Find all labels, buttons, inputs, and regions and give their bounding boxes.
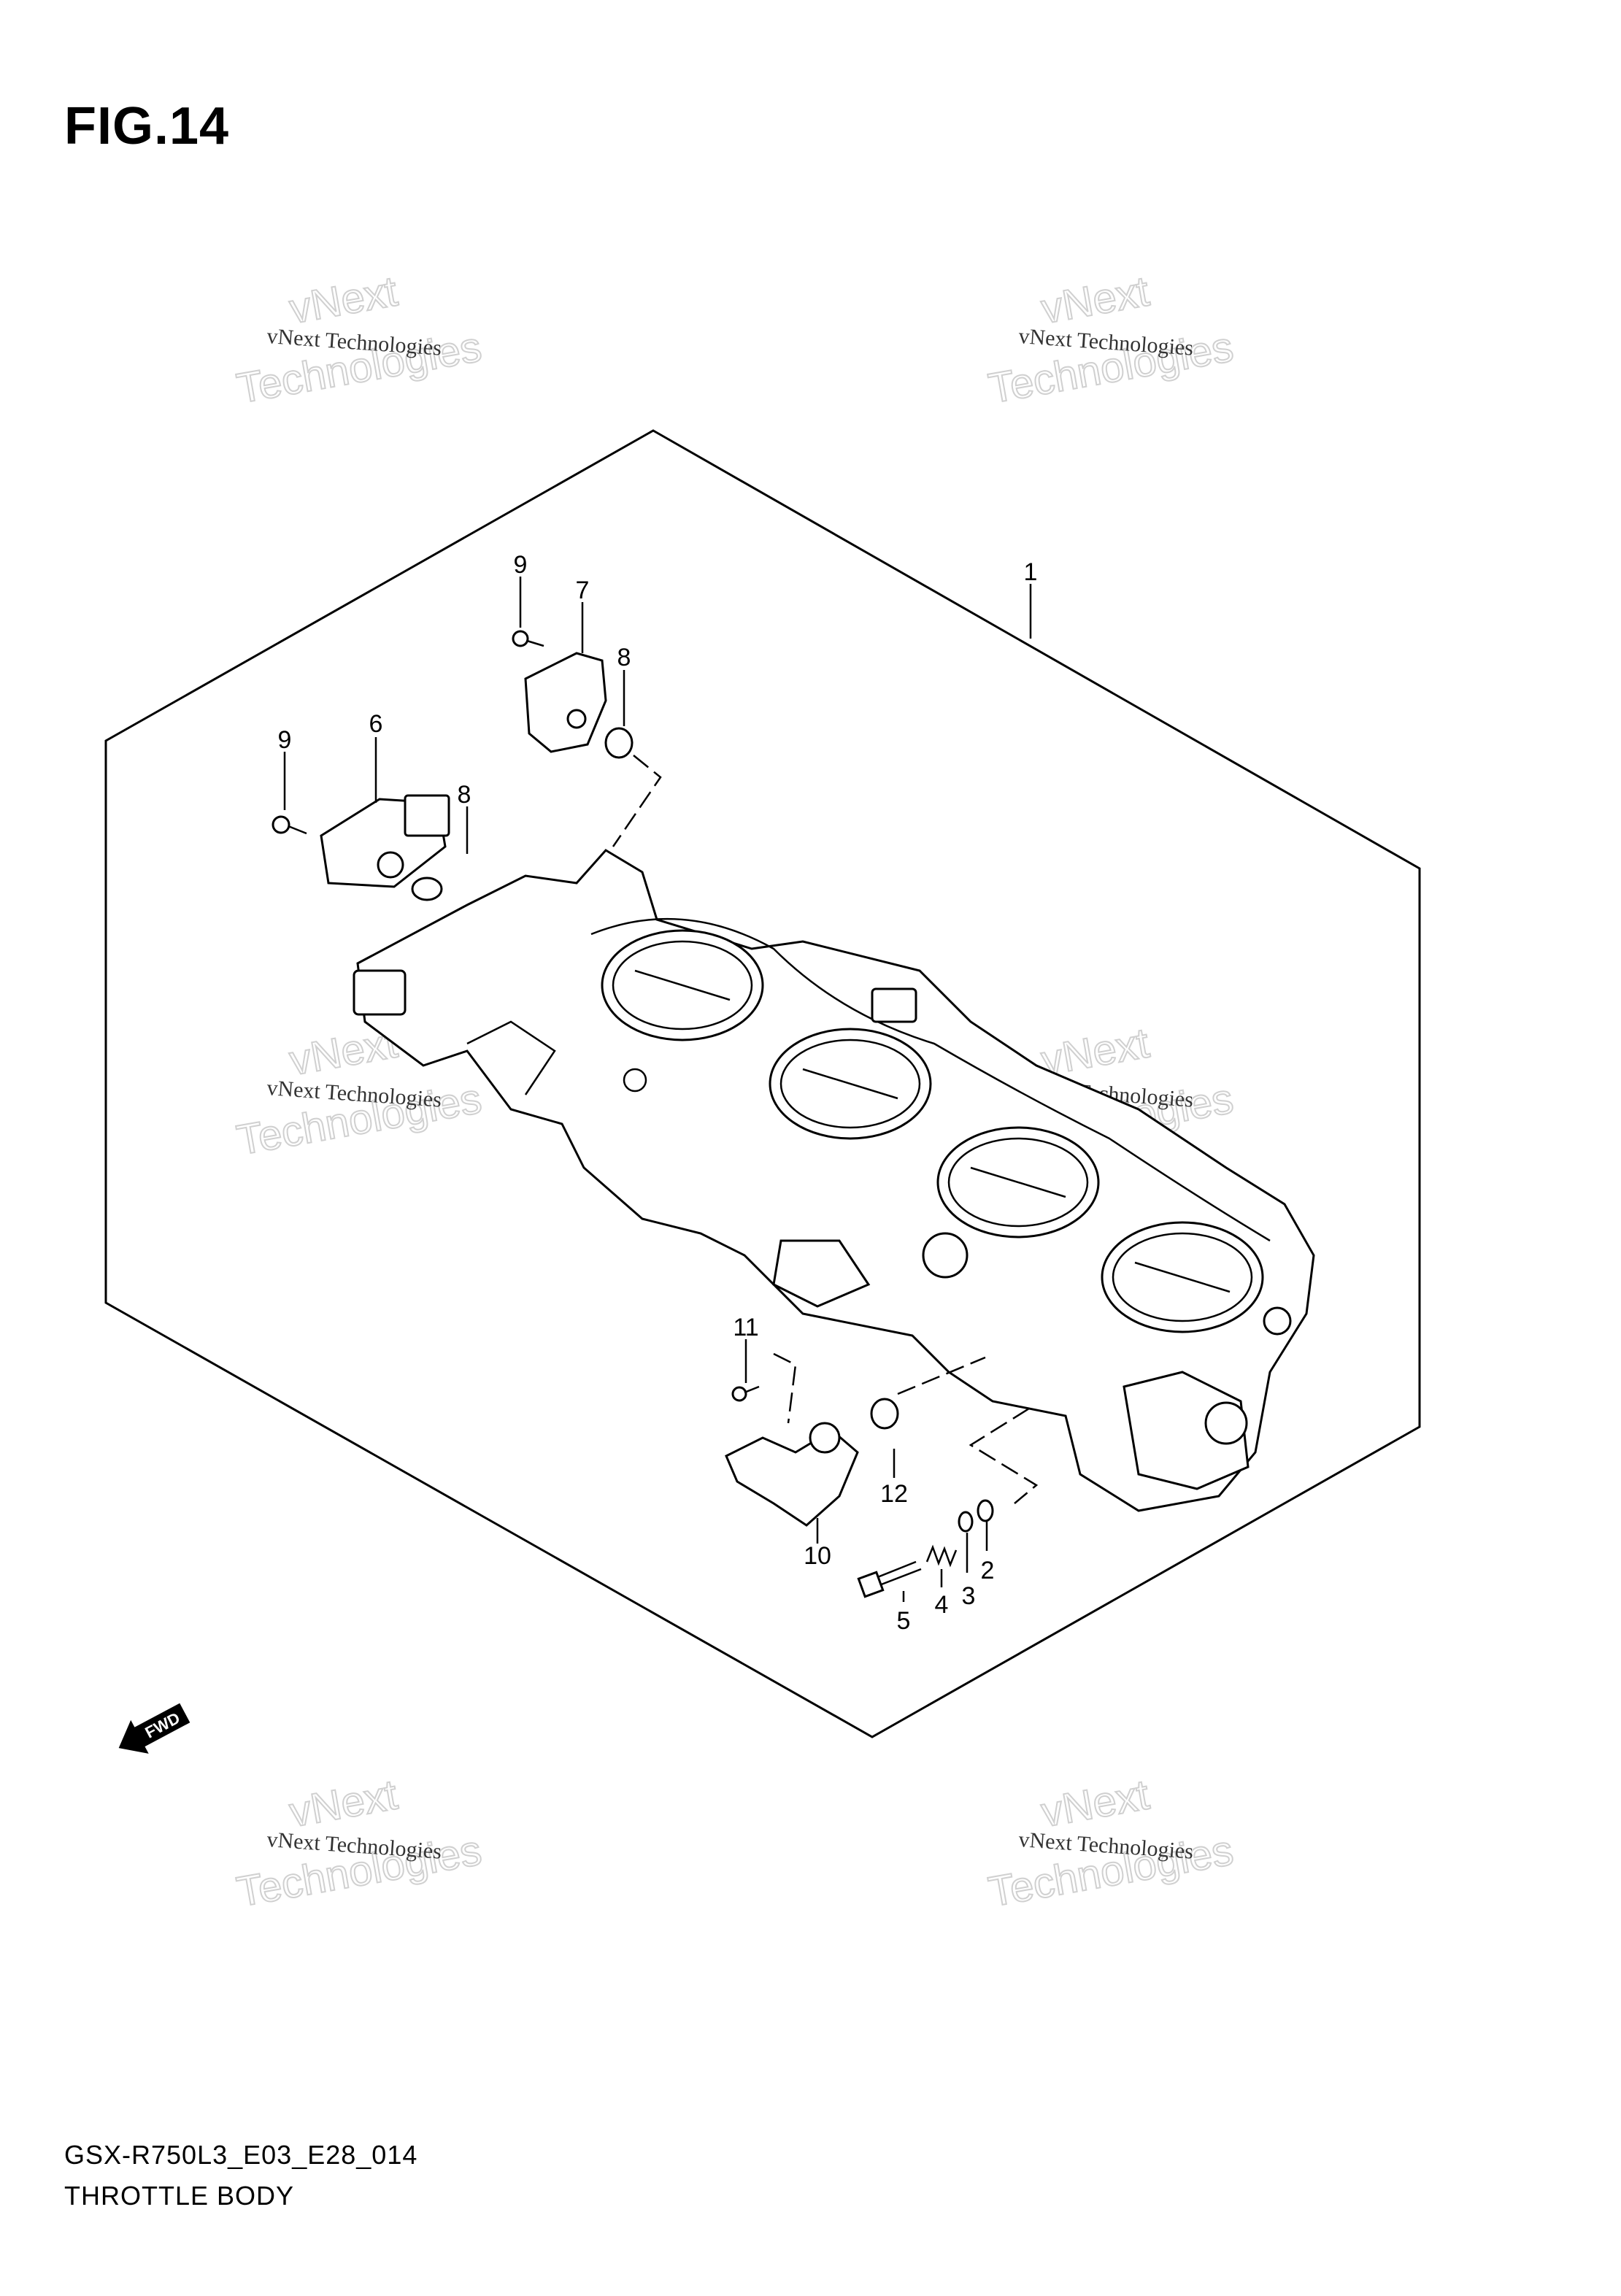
watermark-bottom-left: vNext Technologies vNext Technologies (233, 1770, 486, 1916)
assembly-outline (104, 429, 1421, 1738)
part-12-oring (870, 1398, 899, 1430)
model-code: GSX-R750L3_E03_E28_014 (64, 2140, 418, 2170)
callout-12: 12 (880, 1480, 908, 1508)
part-7-sensor (524, 652, 607, 753)
callout-10: 10 (804, 1542, 831, 1570)
callout-8-lower: 8 (458, 781, 471, 809)
part-5-bolt (857, 1560, 922, 1598)
callout-labels: 1 2 3 4 5 6 7 8 8 9 9 10 11 12 (278, 551, 1038, 1635)
part-4-spring (925, 1544, 958, 1568)
leader-lines (283, 577, 1039, 1602)
watermark-bottom-right: vNext Technologies vNext Technologies (985, 1770, 1238, 1916)
part-9-screw-lower (272, 815, 307, 835)
part-8-oring-upper (604, 727, 634, 759)
callout-9-upper: 9 (514, 551, 528, 579)
part-10-sensor (725, 1422, 859, 1527)
part-8-oring-lower (411, 877, 443, 901)
figure-title: FIG.14 (64, 97, 230, 155)
watermark-big-top: vNext (1038, 267, 1152, 333)
watermark-big-top: vNext (286, 1771, 401, 1836)
callout-8-upper: 8 (617, 644, 631, 671)
part-2-washer (977, 1499, 994, 1522)
callout-4: 4 (935, 1591, 949, 1619)
part-11-screw (731, 1385, 760, 1402)
callout-2: 2 (981, 1557, 995, 1584)
throttle-body-assembly (353, 849, 1315, 1512)
callout-11: 11 (733, 1314, 758, 1341)
callout-9-lower: 9 (278, 726, 292, 754)
callout-7: 7 (576, 577, 590, 604)
callout-6: 6 (369, 710, 383, 738)
fwd-arrow-icon: FWD (118, 1703, 190, 1754)
callout-1: 1 (1024, 558, 1038, 586)
callout-3: 3 (962, 1582, 976, 1610)
watermark-top-left: vNext Technologies vNext Technologies (233, 266, 486, 413)
callout-5: 5 (897, 1607, 911, 1635)
part-6-sensor (320, 794, 450, 888)
watermark-top-right: vNext Technologies vNext Technologies (985, 266, 1238, 413)
watermark-big-top: vNext (286, 267, 401, 333)
part-9-screw-upper (512, 630, 544, 647)
watermark-big-top: vNext (1038, 1771, 1152, 1836)
part-3-washer (958, 1511, 974, 1533)
section-name: THROTTLE BODY (64, 2181, 295, 2211)
